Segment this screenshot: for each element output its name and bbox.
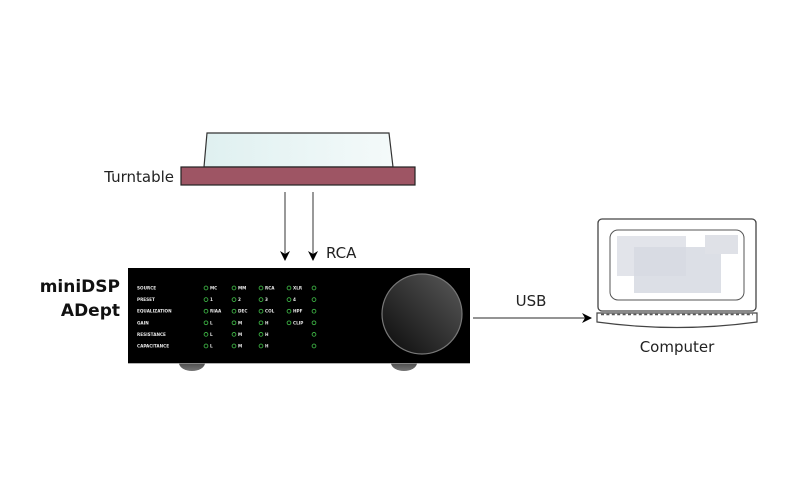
panel-row-resistance: RESISTANCE L M H <box>137 332 317 337</box>
led-option-label: RIAA <box>210 309 222 314</box>
led-option-label: M <box>238 320 242 325</box>
led-option-label: 1 <box>210 297 213 302</box>
led-indicator <box>286 285 292 291</box>
led-option-label: H <box>265 344 269 349</box>
led-option-label: HPF <box>293 309 303 314</box>
led-option-label: L <box>210 320 213 325</box>
device-label: miniDSP ADept <box>40 277 120 321</box>
led-indicator <box>203 308 209 314</box>
led-indicator <box>231 308 237 314</box>
led-indicator <box>311 332 317 337</box>
led-indicator <box>231 285 237 291</box>
led-indicator <box>286 297 292 302</box>
led-option-label: 3 <box>265 297 268 302</box>
led-indicator <box>231 297 237 302</box>
led-option-label: RCA <box>265 286 275 291</box>
usb-connection: USB <box>473 292 592 323</box>
led-option-label: M <box>238 332 242 337</box>
led-indicator <box>203 343 209 349</box>
turntable-dust-cover <box>203 132 394 168</box>
led-indicator <box>258 308 264 314</box>
turntable-label: Turntable <box>103 168 174 186</box>
led-option-label: 2 <box>238 297 241 302</box>
led-indicator <box>231 343 237 349</box>
device-model: ADept <box>61 301 120 321</box>
panel-row-label: GAIN <box>137 320 149 325</box>
led-option-label: MC <box>210 286 217 291</box>
device-brand: miniDSP <box>40 277 120 297</box>
led-indicator <box>231 332 237 337</box>
led-indicator <box>311 320 317 326</box>
computer: Computer <box>596 218 758 356</box>
panel-row-gain: GAIN L M H CLIP <box>137 320 317 326</box>
led-option-label: MM <box>238 286 246 291</box>
led-option-label: DEC <box>238 309 247 314</box>
led-option-label: M <box>238 344 242 349</box>
led-option-label: CLIP <box>293 320 303 325</box>
led-indicator <box>311 343 317 349</box>
led-option-label: H <box>265 332 269 337</box>
led-option-label: 4 <box>293 297 296 302</box>
led-indicator <box>258 343 264 349</box>
led-indicator <box>203 332 209 337</box>
panel-row-source: SOURCE MC MM RCA XLR <box>137 285 317 291</box>
led-indicator <box>258 285 264 291</box>
led-indicator <box>286 308 292 314</box>
led-indicator <box>258 332 264 337</box>
usb-label: USB <box>516 292 547 310</box>
led-option-label: L <box>210 344 213 349</box>
led-indicator <box>203 320 209 326</box>
led-indicator <box>311 285 317 291</box>
rca-label: RCA <box>326 244 357 262</box>
panel-row-label: EQUALIZATION <box>137 309 172 314</box>
led-option-label: H <box>265 320 269 325</box>
panel-row-label: PRESET <box>137 297 155 302</box>
led-indicator <box>311 297 317 302</box>
led-option-label: COL <box>265 309 275 314</box>
panel-row-capacitance: CAPACITANCE L M H <box>137 343 317 349</box>
led-option-label: XLR <box>293 286 303 291</box>
volume-knob[interactable] <box>381 273 463 355</box>
panel-row-label: SOURCE <box>137 286 156 291</box>
led-indicator <box>203 285 209 291</box>
panel-row-preset: PRESET 1 2 3 4 <box>137 297 317 302</box>
led-indicator <box>231 320 237 326</box>
led-indicator <box>258 297 264 302</box>
computer-label: Computer <box>640 338 715 356</box>
led-option-label: L <box>210 332 213 337</box>
turntable: Turntable <box>103 132 416 186</box>
laptop-keyboard-base <box>596 312 758 329</box>
panel-row-label: RESISTANCE <box>137 332 166 337</box>
screen-window-3 <box>705 235 738 254</box>
rca-connection: RCA <box>280 192 357 262</box>
led-indicator <box>286 320 292 326</box>
led-indicator <box>258 320 264 326</box>
screen-window-2 <box>634 247 721 293</box>
led-indicator <box>203 297 209 302</box>
turntable-base <box>180 166 416 186</box>
led-indicator <box>311 308 317 314</box>
panel-row-label: CAPACITANCE <box>137 344 169 349</box>
panel-row-equalization: EQUALIZATION RIAA DEC COL HPF <box>137 308 317 314</box>
